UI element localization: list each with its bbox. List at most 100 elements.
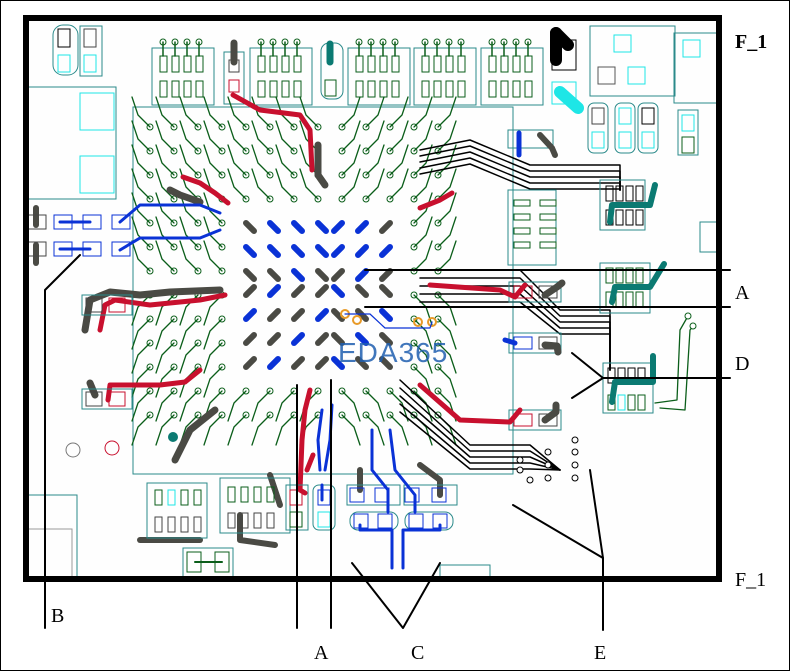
trace-green: [179, 96, 199, 128]
bga-dogbone: [315, 244, 329, 258]
pad-cyan: [613, 34, 632, 53]
trace-green: [227, 390, 247, 422]
trace-green: [131, 342, 151, 374]
via: [571, 436, 579, 444]
bga-outline: [132, 106, 514, 475]
bga-dogbone: [315, 356, 329, 370]
pad-blue: [111, 214, 131, 230]
trace-gray: [81, 286, 224, 334]
board-outline: [23, 15, 722, 582]
component-outline: [614, 102, 636, 154]
via: [544, 461, 552, 469]
bga-dogbone: [355, 308, 369, 322]
trace-green: [179, 120, 199, 152]
trace-green: [227, 144, 247, 176]
via: [689, 322, 697, 330]
bga-dogbone: [267, 268, 281, 282]
bga-dogbone: [331, 332, 345, 346]
trace-green: [155, 216, 175, 248]
bga-dogbone: [331, 284, 345, 298]
connector-pad: [293, 80, 302, 98]
connector-pad: [367, 80, 376, 98]
bga-dogbone: [291, 220, 305, 234]
pad: [635, 267, 644, 284]
component-outline: [403, 484, 458, 506]
bga-dogbone: [355, 268, 369, 282]
pad: [240, 512, 249, 529]
trace-green: [437, 240, 457, 272]
bga-dogbone: [291, 356, 305, 370]
callout-line-b: [44, 254, 81, 629]
trace-green: [275, 168, 295, 200]
bga-dogbone: [267, 332, 281, 346]
pad: [180, 489, 189, 506]
trace-green: [365, 414, 385, 446]
trace-green: [437, 366, 457, 398]
pad-blue: [82, 214, 102, 230]
pad-cyan: [682, 39, 701, 58]
pad-blue: [111, 241, 131, 257]
trace-green: [179, 240, 199, 272]
pad: [597, 66, 616, 85]
connector-pad: [445, 80, 454, 98]
via-orange: [352, 315, 362, 325]
bga-dogbone: [355, 244, 369, 258]
trace-red: [427, 282, 528, 300]
trace-green: [251, 414, 271, 446]
trace-red: [105, 367, 203, 403]
component-outline: [81, 294, 133, 316]
bga-dogbone: [379, 308, 393, 322]
trace-green: [131, 192, 151, 224]
component-outline: [602, 362, 654, 414]
callout-label-a-right: A: [735, 282, 750, 304]
bga-dogbone: [291, 284, 305, 298]
trace-green: [131, 414, 151, 446]
bga-dogbone: [379, 268, 393, 282]
bga-dogbone: [315, 284, 329, 298]
pad: [167, 516, 176, 533]
pad: [605, 267, 614, 284]
trace-green: [389, 120, 409, 152]
trace-green: [251, 96, 271, 128]
trace-blue: [502, 337, 518, 346]
bga-dogbone: [355, 284, 369, 298]
via: [571, 461, 579, 469]
trace-green: [131, 216, 151, 248]
connector-outline-top: [347, 47, 411, 106]
trace-green: [203, 318, 223, 350]
pad: [635, 209, 644, 226]
pad-cyan: [618, 131, 632, 149]
connector-pad: [433, 80, 442, 98]
trace-green: [203, 96, 223, 128]
bga-dogbone: [243, 244, 257, 258]
trace-black: [550, 27, 574, 51]
trace-green: [437, 120, 457, 152]
trace-blue: [316, 408, 324, 472]
trace-green: [203, 120, 223, 152]
connector-pad: [524, 80, 533, 98]
trace-green: [437, 168, 457, 200]
pad: [635, 185, 644, 202]
bga-dogbone: [331, 356, 345, 370]
trace-green: [654, 315, 689, 404]
trace-green: [155, 96, 175, 128]
bga-dogbone: [267, 356, 281, 370]
trace-green: [131, 240, 151, 272]
trace-green: [341, 120, 361, 152]
trace-blue: [388, 428, 417, 514]
callout-line-c: [351, 562, 441, 629]
trace-green: [413, 144, 433, 176]
via: [526, 476, 534, 484]
trace-green: [389, 168, 409, 200]
bga-dogbone: [379, 356, 393, 370]
connector-pad: [488, 80, 497, 98]
label-f1-top: F_1: [735, 31, 768, 53]
trace-green: [131, 168, 151, 200]
trace-blue: [370, 428, 390, 514]
trace-green: [179, 216, 199, 248]
trace-green: [413, 192, 433, 224]
bga-dogbone: [243, 356, 257, 370]
pad: [85, 297, 103, 313]
component-outline: [637, 102, 659, 154]
